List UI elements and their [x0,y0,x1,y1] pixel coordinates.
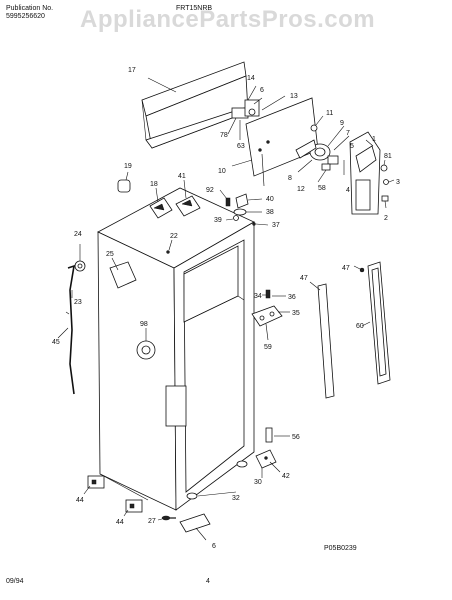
callout-10: 10 [218,168,226,175]
callout-19: 19 [124,163,132,170]
part-screw-27 [157,515,176,521]
callout-17: 17 [128,67,136,74]
callout-13: 13 [290,93,298,100]
part-side-label [109,257,137,289]
watermark: AppliancePartsPros.com [80,6,376,33]
callout-56: 56 [292,434,300,441]
part-top-rail [141,61,249,149]
callout-18: 18 [150,181,158,188]
callout-30: 30 [254,479,262,486]
callout-12: 12 [297,186,305,193]
callout-39: 39 [214,217,222,224]
callout-27: 27 [148,518,156,525]
part-top-hinge [219,189,269,226]
callout-14: 14 [247,75,255,82]
part-center-hinge [251,289,290,341]
part-bottom-hinge [255,449,281,478]
callout-38: 38 [266,209,274,216]
callout-1: 1 [372,136,376,143]
callout-8: 8 [288,175,292,182]
part-grommet [136,328,156,360]
part-top-covers [149,179,201,254]
callout-44-left: 44 [76,497,84,504]
diagram-code: P05B0239 [324,545,357,552]
part-cylinder-19 [117,171,131,193]
model-number: FRT15NRB [176,5,213,12]
part-light-housing [349,131,395,215]
callout-32: 32 [232,495,240,502]
part-left-rod [57,244,86,395]
callout-47-left: 47 [300,275,308,282]
callout-22: 22 [170,233,178,240]
callout-60: 60 [356,323,364,330]
page-number: 4 [206,578,210,585]
callout-63: 63 [237,143,245,150]
part-toe-plate [179,513,211,541]
footer-date: 09/94 [6,578,24,585]
callout-37: 37 [272,222,280,229]
callout-47-right: 47 [342,265,350,272]
callout-58: 58 [318,185,326,192]
callout-6: 6 [260,87,264,94]
callout-40: 40 [266,196,274,203]
part-door-gasket-right [353,261,391,385]
callout-23: 23 [74,299,82,306]
part-leveling-foot [186,460,248,500]
callout-labels: 17 14 6 13 11 78 63 9 7 5 1 81 3 2 10 8 … [52,67,400,550]
callout-81: 81 [384,153,392,160]
callout-25: 25 [106,251,114,258]
callout-36: 36 [288,294,296,301]
callout-4: 4 [346,187,350,194]
callout-92: 92 [206,187,214,194]
callout-11: 11 [326,110,333,117]
callout-41: 41 [178,173,186,180]
callout-9: 9 [340,120,344,127]
callout-35: 35 [292,310,300,317]
part-control-knob-assembly [295,115,350,183]
callout-44-right: 44 [116,519,124,526]
callout-34: 34 [254,293,262,300]
publication-number: 5995256620 [6,13,45,20]
callout-42: 42 [282,473,290,480]
callout-7: 7 [346,130,350,137]
callout-6-bottom: 6 [212,543,216,550]
callout-3: 3 [396,179,400,186]
callout-78: 78 [220,132,228,139]
publication-label: Publication No. [6,5,54,12]
callout-2: 2 [384,215,388,222]
callout-5: 5 [350,143,354,150]
part-roller-block-1 [83,475,105,495]
part-cabinet [97,187,255,511]
part-thermostat-bracket [227,85,286,140]
part-door-gasket-left [309,281,335,399]
part-bottom-pin [265,427,290,443]
callout-45: 45 [52,339,60,346]
part-roller-block-2 [123,499,143,517]
callout-24: 24 [74,231,82,238]
callout-59: 59 [264,344,272,351]
callout-98: 98 [140,321,148,328]
